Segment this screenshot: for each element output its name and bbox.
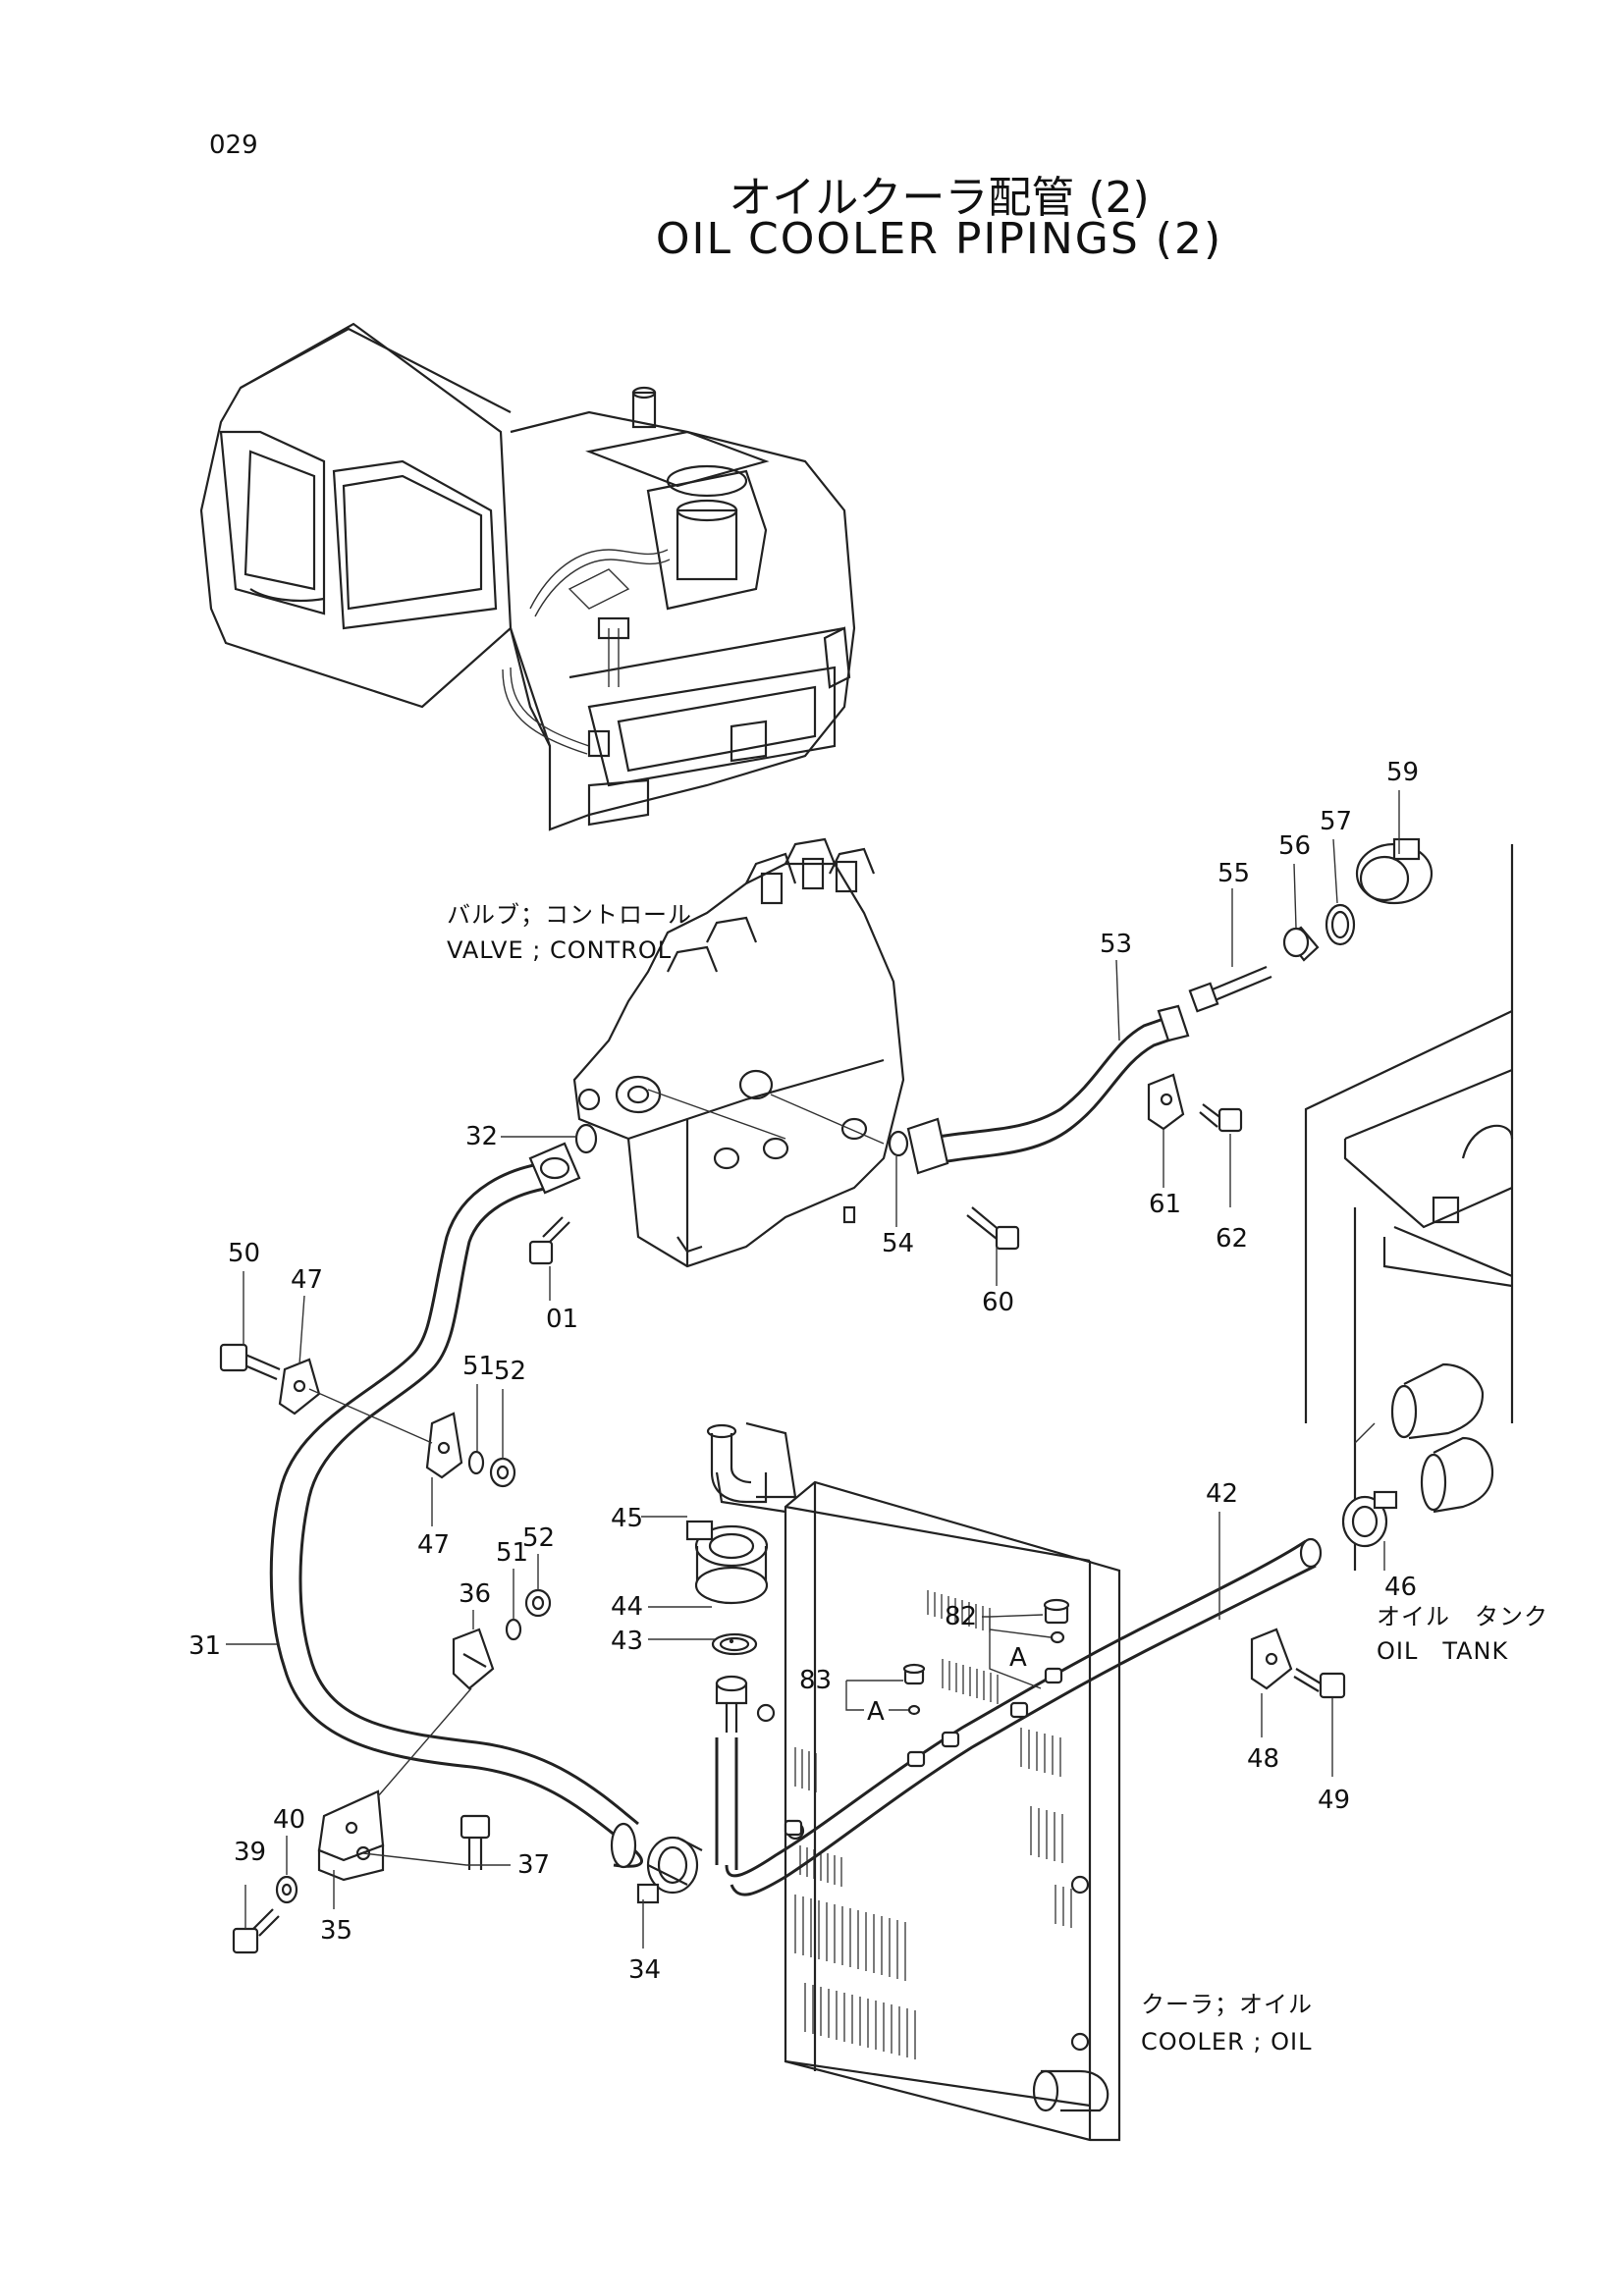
part-54-o-ring	[888, 1130, 909, 1157]
leader-lines	[226, 790, 1400, 1949]
part-label-34: 34	[628, 1955, 661, 1985]
part-39-bolt	[232, 1908, 280, 1954]
part-52-nut-upper	[489, 1457, 516, 1488]
control-valve-illustration	[572, 837, 905, 1268]
oil-tank-illustration	[1304, 844, 1514, 1571]
part-47-clamp-upper	[278, 1358, 321, 1415]
part-56-collar	[1282, 926, 1320, 962]
valve-label-english: VALVE ; CONTROL	[447, 936, 672, 964]
part-label-40: 40	[273, 1805, 305, 1835]
page-title-english: OIL COOLER PIPINGS (2)	[655, 214, 1223, 264]
page-title-japanese: オイルクーラ配管 (2)	[729, 173, 1150, 223]
cooler-core-hatching	[794, 1590, 1072, 2059]
pipe-53	[906, 1004, 1190, 1175]
pipe-31	[269, 1142, 643, 1869]
tank-label-japanese: オイル タンク	[1377, 1603, 1548, 1630]
part-label-51-upper: 51	[462, 1352, 495, 1381]
part-45-hose-clamp	[685, 1520, 769, 1605]
part-label-57: 57	[1320, 807, 1352, 836]
part-label-32: 32	[465, 1122, 498, 1151]
part-83-plug	[902, 1663, 926, 1716]
part-label-60: 60	[982, 1288, 1014, 1317]
part-label-47-upper: 47	[291, 1265, 323, 1295]
part-44-snap-ring	[711, 1632, 758, 1656]
pipe-42-fittings	[784, 1667, 1063, 1837]
part-label-43: 43	[611, 1627, 643, 1656]
part-62-bolt	[1199, 1103, 1243, 1133]
part-label-52-lower: 52	[522, 1523, 555, 1553]
part-34-hose-clamp	[636, 1836, 703, 1904]
excavator-overview-illustration	[199, 322, 856, 831]
part-label-51-lower: 51	[496, 1538, 528, 1568]
part-label-39: 39	[234, 1838, 266, 1867]
pipe-42	[715, 1537, 1323, 1896]
part-51-washer-lower	[505, 1618, 522, 1641]
part-51-washer-upper	[467, 1450, 485, 1475]
part-label-55: 55	[1217, 859, 1250, 888]
part-43-stud	[715, 1638, 748, 1733]
part-label-54: 54	[882, 1229, 914, 1258]
part-label-62: 62	[1216, 1224, 1248, 1254]
part-label-01: 01	[546, 1305, 578, 1334]
part-label-56: 56	[1278, 831, 1311, 861]
part-46-hose-clamp	[1341, 1490, 1398, 1548]
part-label-61: 61	[1149, 1190, 1181, 1219]
oil-cooler-illustration	[706, 1421, 1121, 2142]
part-49-bolt	[1293, 1668, 1346, 1699]
part-label-42: 42	[1206, 1479, 1238, 1509]
part-50-bolt	[219, 1343, 281, 1381]
part-label-47-lower: 47	[417, 1530, 450, 1560]
part-52-nut-lower	[524, 1588, 552, 1618]
part-35-bracket	[317, 1687, 472, 1882]
part-label-83: 83	[799, 1666, 832, 1695]
ref-label-a-upper: A	[1009, 1643, 1027, 1673]
tank-label-english: OIL TANK	[1377, 1637, 1509, 1665]
part-label-52-upper: 52	[494, 1357, 526, 1386]
part-59-hose-clamp	[1355, 837, 1434, 905]
part-label-46: 46	[1384, 1573, 1417, 1602]
part-57-ring	[1325, 903, 1356, 946]
cooler-label-english: COOLER ; OIL	[1141, 2028, 1312, 2056]
part-61-clip	[1147, 1073, 1185, 1131]
part-label-49: 49	[1318, 1786, 1350, 1815]
cooler-label-japanese: クーラ；オイル	[1141, 1991, 1313, 2018]
part-label-37: 37	[517, 1850, 550, 1880]
part-label-44: 44	[611, 1592, 643, 1622]
part-37-bolt	[460, 1814, 491, 1870]
part-number-labels: 59 57 56 55 53 32 61 62 54 60 01 50 47 5…	[189, 758, 1419, 1985]
part-label-31: 31	[189, 1631, 221, 1661]
part-label-48: 48	[1247, 1744, 1279, 1774]
part-label-35: 35	[320, 1916, 352, 1946]
part-label-59: 59	[1386, 758, 1419, 787]
part-label-45: 45	[611, 1504, 643, 1533]
part-36-clip	[452, 1628, 495, 1690]
part-55-bolt	[1188, 965, 1272, 1013]
part-label-53: 53	[1100, 930, 1132, 959]
part-48-clip	[1250, 1628, 1293, 1690]
part-label-36: 36	[459, 1579, 491, 1609]
valve-label-japanese: バルブ；コントロール	[447, 901, 692, 929]
part-label-82: 82	[945, 1602, 977, 1631]
part-40-washer	[275, 1875, 298, 1904]
component-labels: バルブ；コントロール VALVE ; CONTROL オイル タンク OIL T…	[447, 901, 1548, 2056]
part-32-o-ring	[574, 1123, 598, 1154]
part-47-clamp-lower	[308, 1388, 463, 1479]
part-82-plug	[1043, 1598, 1070, 1644]
part-01-bolt	[528, 1216, 570, 1265]
part-60-bolt	[966, 1206, 1020, 1251]
part-label-50: 50	[228, 1239, 260, 1268]
page-number: 029	[209, 131, 258, 160]
ref-label-a-lower: A	[867, 1697, 885, 1727]
